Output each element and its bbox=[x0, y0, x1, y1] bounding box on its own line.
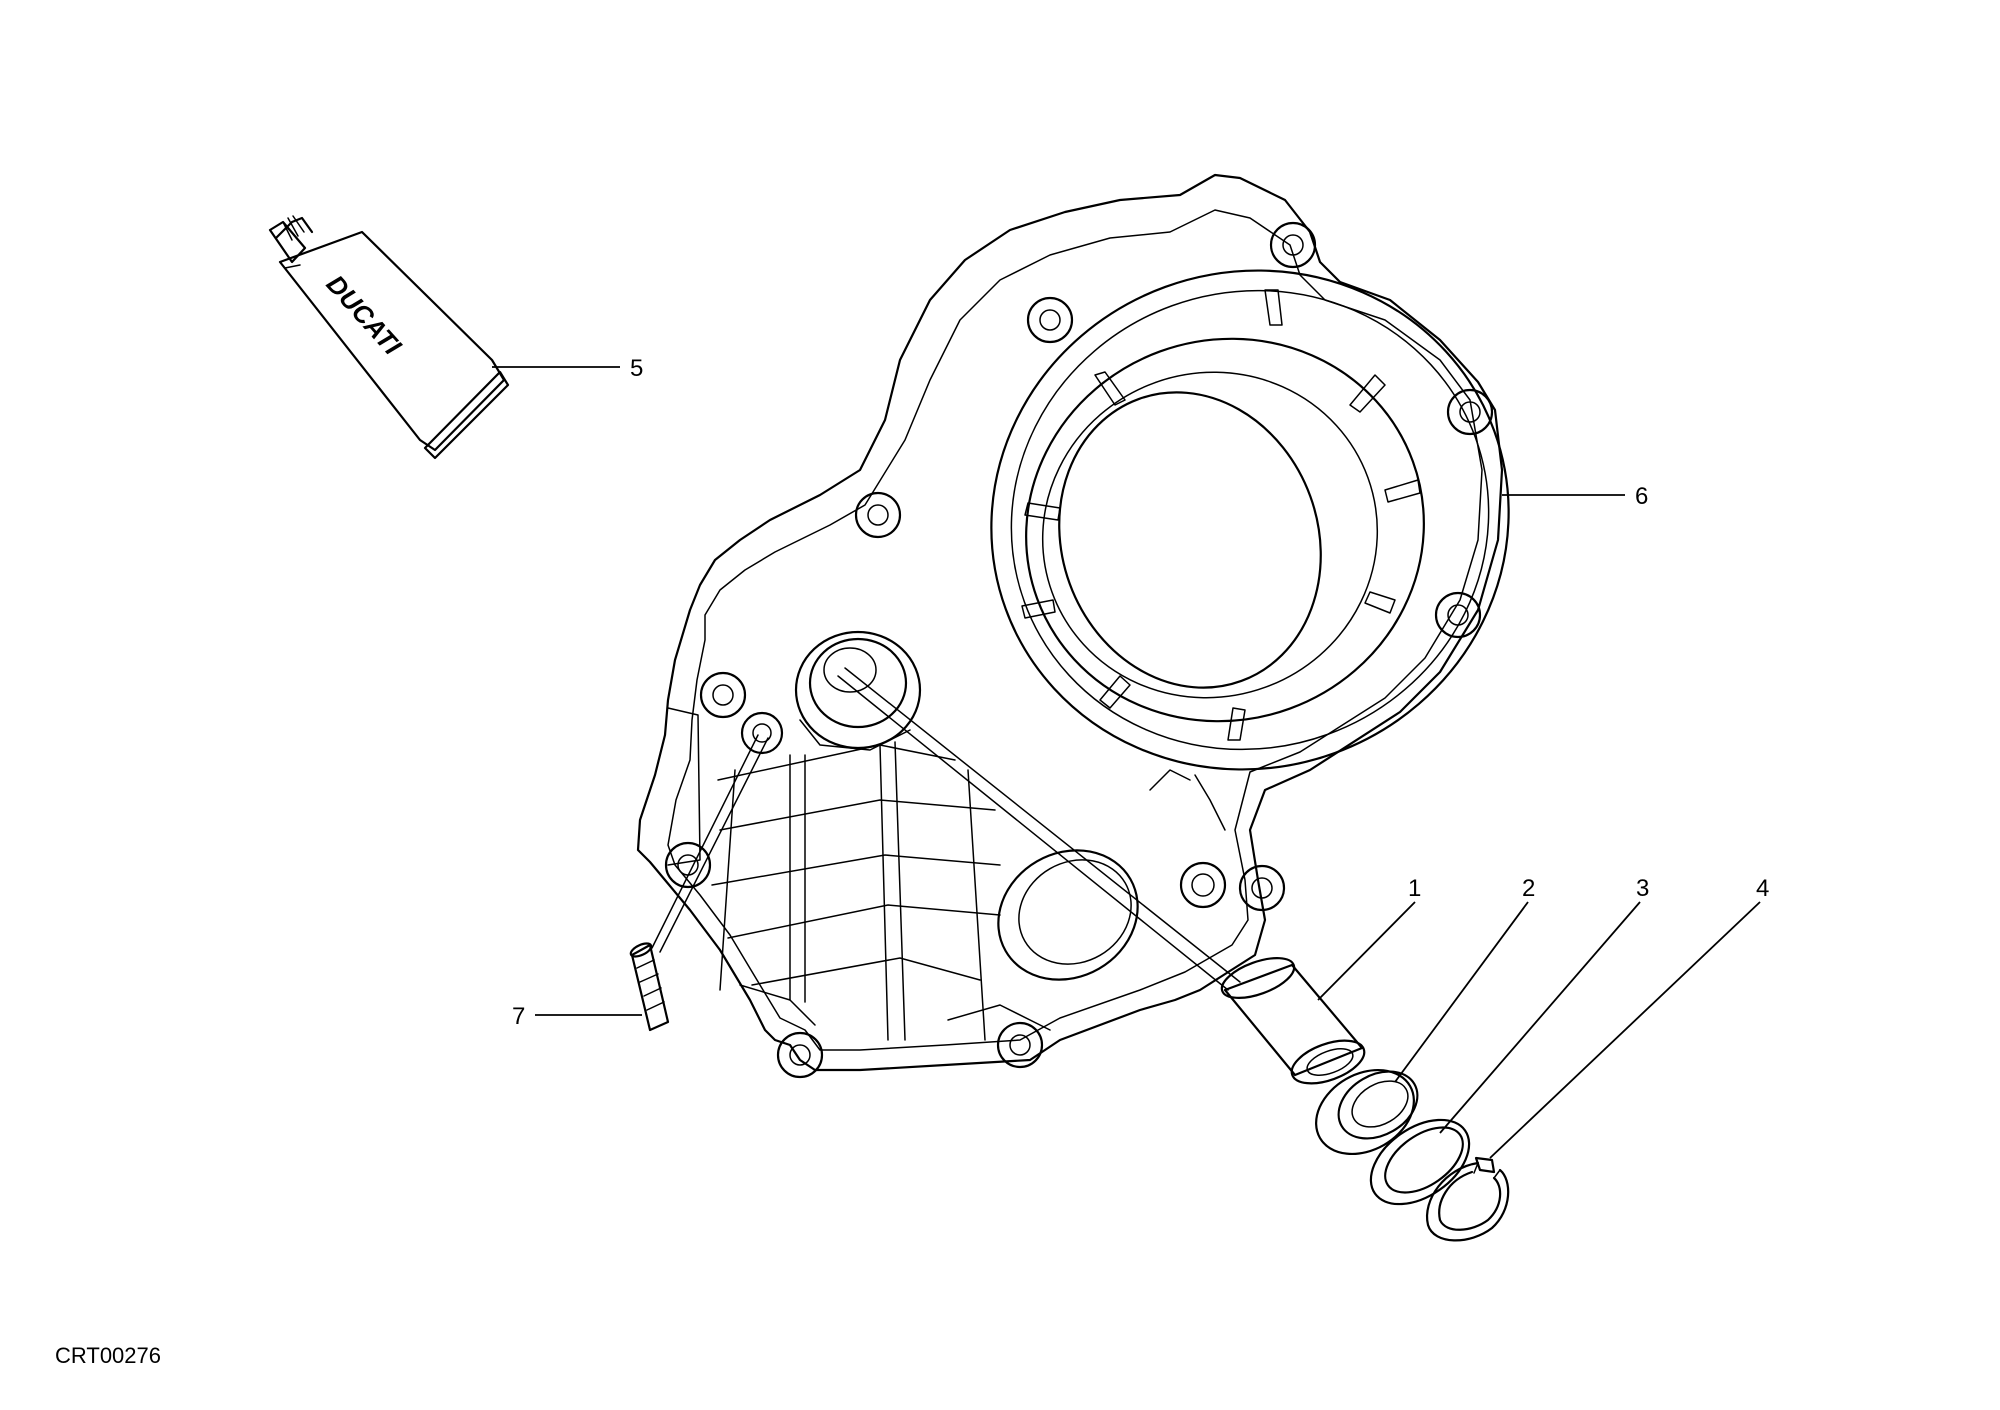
callout-3: 3 bbox=[1636, 875, 1649, 902]
spacer-ring bbox=[1315, 1068, 1419, 1156]
bushing bbox=[1220, 957, 1366, 1085]
sealant-tube: DUCATI bbox=[268, 215, 510, 460]
callout-2: 2 bbox=[1522, 875, 1535, 902]
callout-4: 4 bbox=[1756, 875, 1769, 902]
drawing-code: CRT00276 bbox=[55, 1343, 161, 1368]
bolt-holes bbox=[664, 221, 1494, 1079]
sealant-tube-brand-label: DUCATI bbox=[321, 269, 408, 361]
shim-washer bbox=[1369, 1118, 1471, 1206]
leader-lines bbox=[492, 366, 1761, 1159]
callout-6: 6 bbox=[1635, 483, 1648, 510]
callout-7: 7 bbox=[512, 1003, 525, 1030]
clutch-cover-drawing bbox=[636, 173, 1510, 1079]
callout-labels: 1 2 3 4 5 6 7 bbox=[512, 355, 1769, 1030]
callout-5: 5 bbox=[630, 355, 643, 382]
callout-1: 1 bbox=[1408, 875, 1421, 902]
circlip bbox=[1425, 1156, 1510, 1242]
dowel-pin bbox=[629, 942, 670, 1032]
